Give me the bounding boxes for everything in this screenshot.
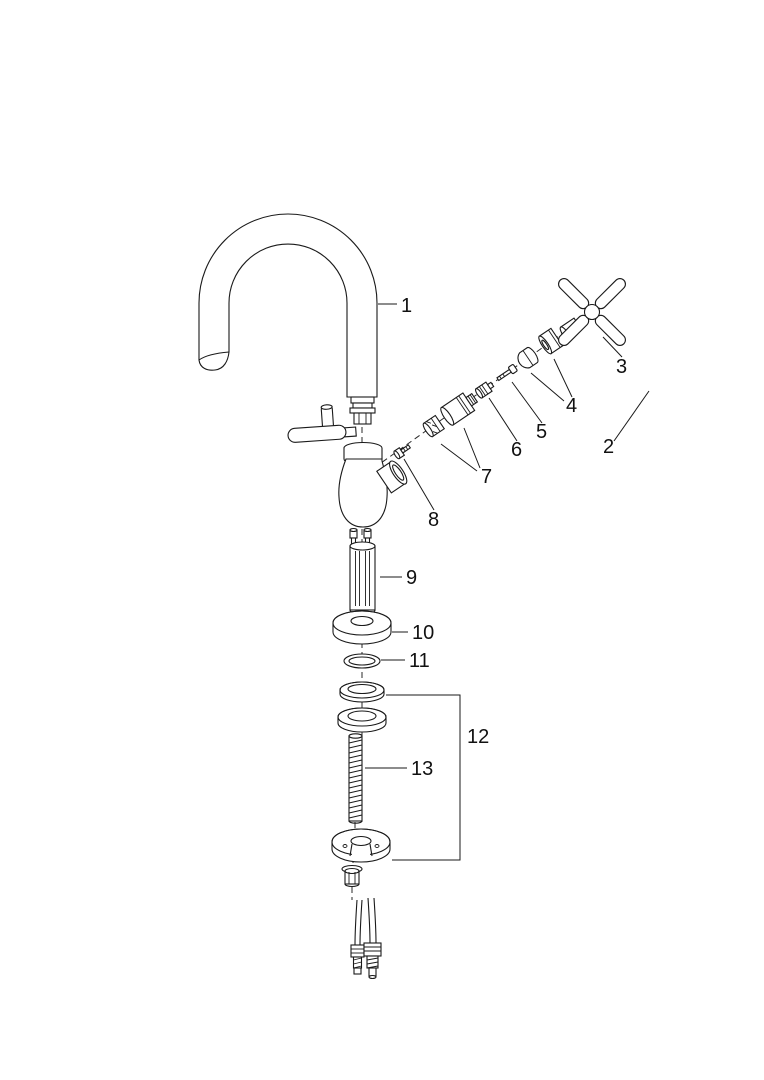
leader-bracket-7 (440, 427, 481, 472)
cartridge-port (376, 460, 408, 494)
side-lever-handle (287, 404, 357, 443)
part-label-12: 12 (467, 726, 489, 748)
part-label-2: 2 (603, 436, 614, 458)
part-label-3: 3 (616, 356, 627, 378)
part-9-shank (349, 527, 376, 615)
part-label-8: 8 (428, 509, 439, 531)
part-4-sleeve (538, 327, 564, 355)
faucet-body (338, 441, 388, 528)
part-label-1: 1 (401, 295, 412, 317)
part-5-screw (496, 364, 518, 382)
leader-bracket-4 (530, 358, 573, 402)
part-label-7: 7 (481, 466, 492, 488)
part-label-9: 9 (406, 567, 417, 589)
leader-line-6 (488, 397, 518, 442)
part-4-cap (517, 346, 539, 369)
part-number-labels: 1 2 3 4 5 6 7 8 9 10 11 12 13 (401, 295, 627, 780)
leader-lines (365, 303, 650, 861)
leader-line-3 (602, 336, 623, 358)
part-12-washer-rubber (339, 681, 385, 703)
part-13-threaded-stud (348, 733, 363, 824)
mounting-nut (341, 864, 363, 888)
leader-line-2 (613, 390, 650, 442)
part-label-11: 11 (409, 650, 430, 672)
part-7-cartridge (440, 392, 479, 426)
part-7-cartridge-seal (422, 414, 446, 438)
part-6-insert (474, 381, 495, 399)
spout-connector-rings (349, 396, 376, 425)
part-3-cross-handle (558, 278, 626, 346)
part-label-6: 6 (511, 439, 522, 461)
part-8-screw (393, 444, 412, 460)
part-1-spout (198, 213, 378, 398)
leader-line-8 (403, 458, 435, 511)
part-label-13: 13 (411, 758, 433, 780)
supply-hoses (350, 897, 382, 980)
part-10-escutcheon (332, 610, 392, 645)
leader-bracket-12 (386, 694, 461, 861)
mounting-bracket (331, 828, 391, 863)
part-11-o-ring (343, 653, 381, 669)
leader-line-5 (511, 381, 543, 424)
part-label-4: 4 (566, 395, 577, 417)
part-12-washer-metal (337, 707, 387, 733)
part-label-5: 5 (536, 421, 547, 443)
part-label-10: 10 (412, 622, 434, 644)
